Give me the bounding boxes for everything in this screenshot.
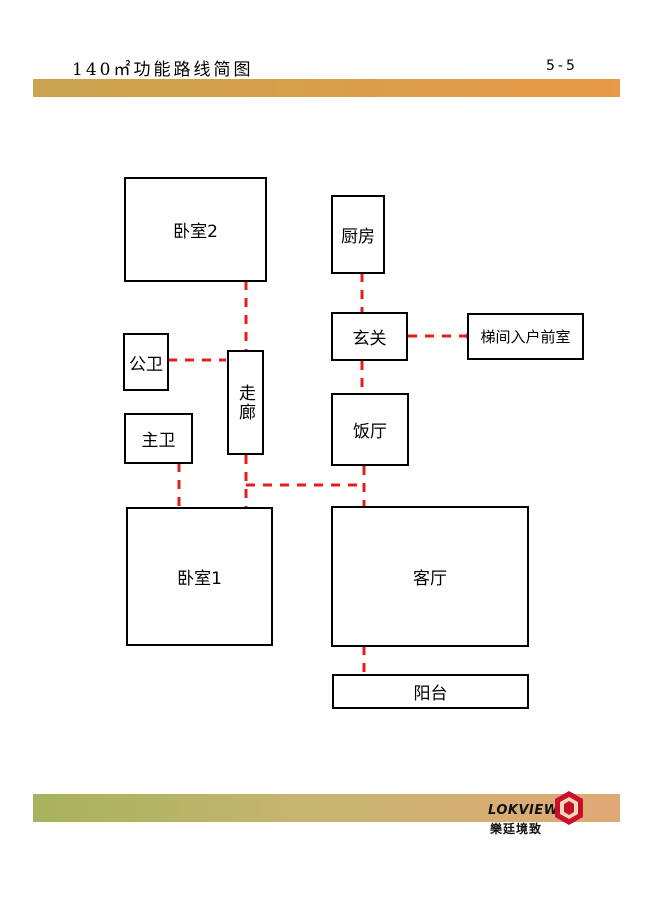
room-label: 公卫	[129, 354, 163, 375]
room-label: 梯间入户前室	[480, 328, 571, 346]
room-bedroom2: 卧室2	[124, 177, 267, 282]
room-living: 客厅	[331, 506, 529, 647]
logo-chinese-name: 樂廷境致	[490, 822, 543, 836]
room-dining: 饭厅	[331, 393, 409, 466]
room-kitchen: 厨房	[331, 195, 385, 274]
page-number: 5-5	[546, 58, 578, 74]
room-label: 卧室2	[173, 222, 218, 242]
room-label: 厨房	[341, 227, 375, 247]
header-band	[33, 79, 620, 97]
room-label: 饭厅	[353, 422, 387, 442]
room-label: 卧室1	[177, 569, 222, 589]
room-label: 主卫	[141, 431, 176, 451]
room-public-bath: 公卫	[123, 333, 169, 391]
room-master-bath: 主卫	[124, 413, 193, 464]
lokview-logo: LOKVIEW 樂廷境致	[488, 790, 592, 840]
room-foyer: 玄关	[331, 312, 408, 361]
room-corridor: 走廊	[227, 350, 264, 455]
room-label: 玄关	[352, 329, 387, 349]
room-bedroom1: 卧室1	[126, 507, 273, 646]
logo-wordmark: LOKVIEW	[488, 803, 559, 818]
room-balcony: 阳台	[332, 674, 529, 709]
room-label: 走廊	[235, 383, 255, 422]
room-label: 阳台	[413, 684, 448, 704]
hexagon-logo-icon	[555, 791, 583, 825]
room-elevator-lobby: 梯间入户前室	[467, 313, 584, 360]
page-title: 140㎡功能路线简图	[72, 60, 254, 80]
footer-band	[33, 794, 620, 822]
room-label: 客厅	[413, 569, 447, 589]
